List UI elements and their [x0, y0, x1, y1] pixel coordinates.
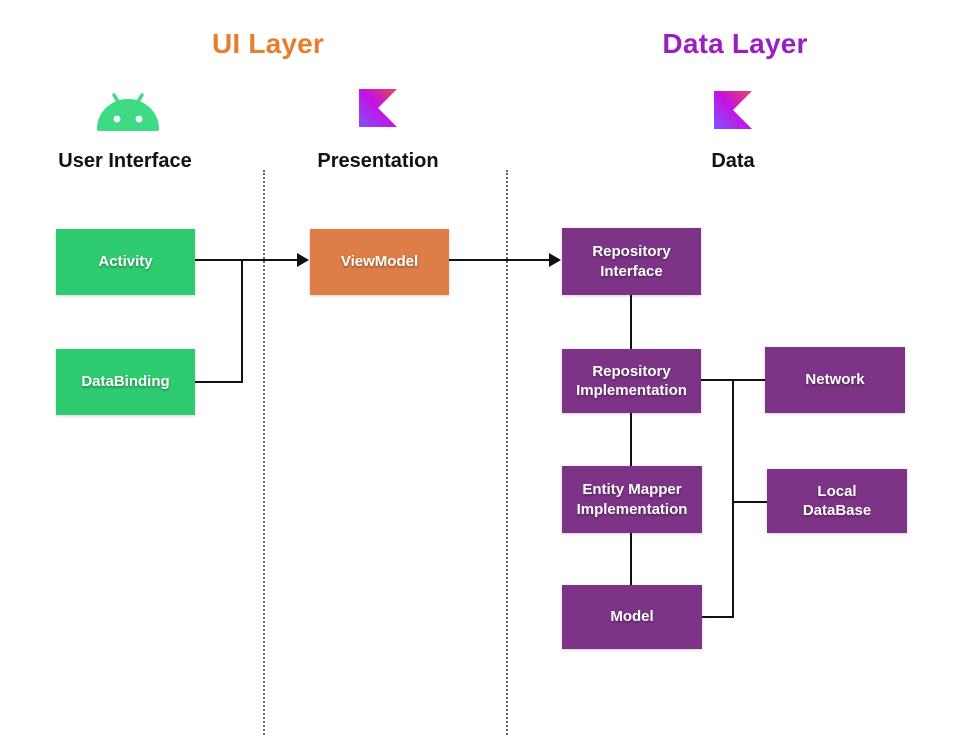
connector-databinding-junction: [241, 259, 243, 383]
connector-trunk-localdb: [733, 501, 767, 503]
node-model-label: Model: [610, 608, 654, 626]
node-model: Model: [562, 585, 702, 649]
column-label-presentation: Presentation: [317, 150, 439, 172]
connector-viewmodel-repository: [449, 259, 551, 261]
node-viewmodel: ViewModel: [310, 229, 449, 295]
connector-repoimpl-entitymapper: [630, 413, 632, 466]
node-repository-implementation: Repository Implementation: [562, 349, 701, 413]
arrowhead-into-repository-interface: [549, 253, 561, 267]
node-local-database-label: Local DataBase: [802, 482, 872, 520]
column-label-user-interface: User Interface: [58, 150, 192, 172]
node-activity-label: Activity: [98, 253, 153, 271]
android-icon: [92, 88, 164, 139]
data-layer-title: Data Layer: [662, 28, 808, 59]
node-network-label: Network: [805, 371, 865, 389]
node-repository-interface: Repository Interface: [562, 228, 701, 295]
column-separator: [263, 170, 265, 735]
node-repository-implementation-label: Repository Implementation: [576, 362, 687, 400]
node-repository-interface-label: Repository Interface: [592, 243, 671, 280]
column-label-data: Data: [711, 150, 755, 172]
column-separator: [506, 170, 508, 735]
kotlin-icon: [714, 91, 752, 134]
connector-entitymapper-model: [630, 533, 632, 585]
kotlin-icon: [359, 89, 397, 132]
connector-trunk-vertical: [732, 379, 734, 618]
ui-layer-title: UI Layer: [211, 28, 325, 59]
node-network: Network: [765, 347, 905, 413]
node-viewmodel-label: ViewModel: [340, 253, 419, 271]
node-databinding: DataBinding: [56, 349, 195, 415]
node-databinding-label: DataBinding: [81, 373, 170, 391]
node-local-database: Local DataBase: [767, 469, 907, 533]
connector-repointerface-repoimpl: [630, 295, 632, 349]
connector-activity-viewmodel: [195, 259, 299, 261]
arrowhead-into-viewmodel: [297, 253, 309, 267]
node-entity-mapper-implementation: Entity Mapper Implementation: [562, 466, 702, 533]
connector-model-trunk: [702, 616, 733, 618]
node-entity-mapper-implementation-label: Entity Mapper Implementation: [576, 481, 688, 518]
node-activity: Activity: [56, 229, 195, 295]
connector-databinding: [195, 381, 243, 383]
